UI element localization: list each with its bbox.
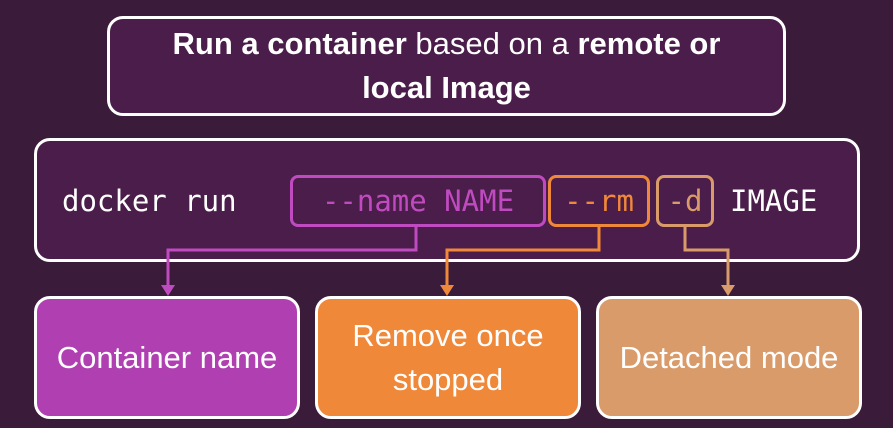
flag-name-highlight: --name NAME: [290, 175, 546, 227]
arrowhead-d: [721, 285, 735, 296]
detached-mode-card: Detached mode: [596, 296, 862, 419]
title-bold-1: Run a container: [172, 26, 407, 61]
flag-d-highlight: -d: [656, 175, 714, 227]
arrow-rm-connector: [445, 227, 601, 288]
command-image: IMAGE: [730, 184, 818, 218]
flag-rm-highlight: --rm: [548, 175, 650, 227]
command-prefix: docker run: [62, 184, 237, 218]
arrowhead-name: [161, 285, 175, 296]
remove-once-stopped-card: Remove once stopped: [315, 296, 581, 419]
arrow-d-connector: [683, 227, 730, 288]
title-text: Run a container based on a remote or loc…: [134, 22, 759, 110]
title-plain: based on a: [406, 26, 578, 61]
arrowhead-rm: [440, 285, 454, 296]
title-box: Run a container based on a remote or loc…: [107, 16, 786, 116]
container-name-card: Container name: [34, 296, 300, 419]
title-bold-2: remote or local Image: [362, 26, 721, 105]
arrow-name-connector: [166, 227, 418, 288]
